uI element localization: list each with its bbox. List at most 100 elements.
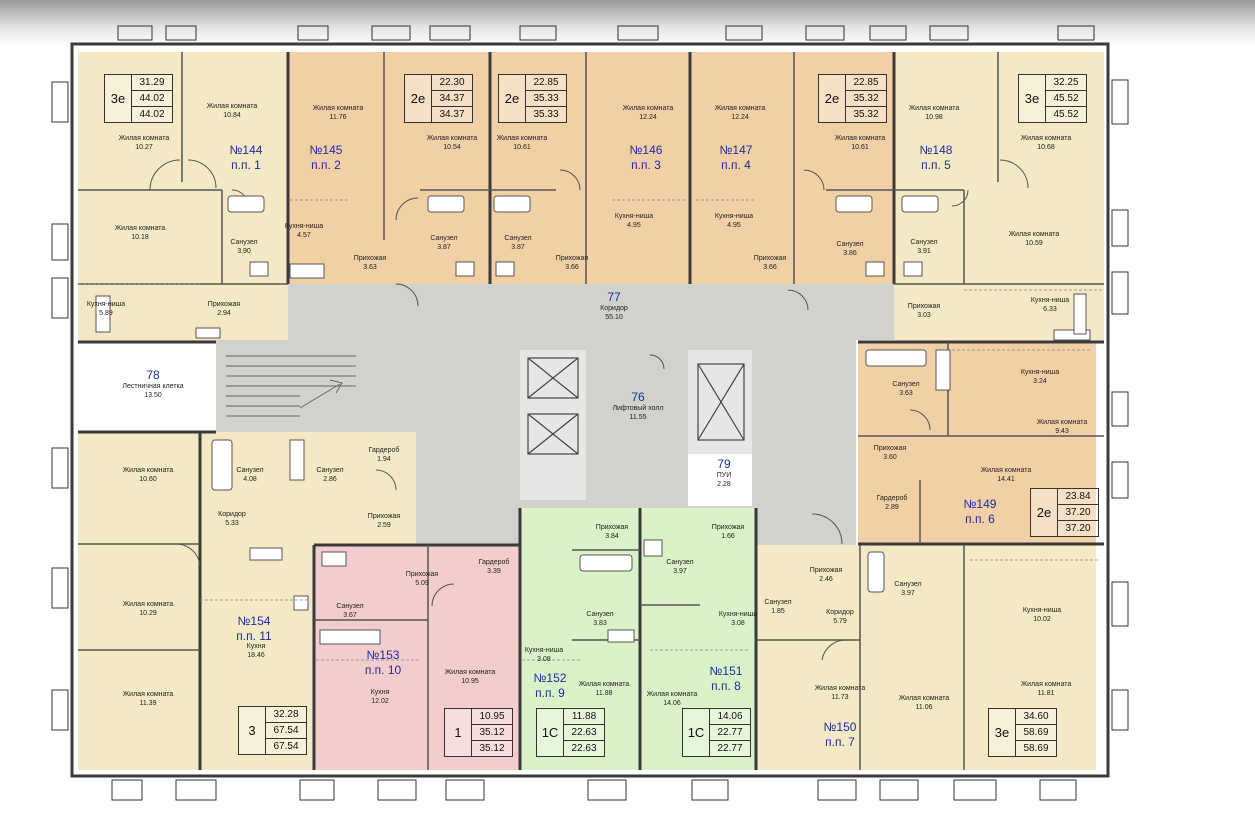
room-name: Санузел [430, 235, 458, 242]
room-area: 3.39 [487, 568, 501, 575]
room-name: Прихожая [711, 524, 745, 531]
room-label: Жилая комната 10.98 [909, 104, 960, 122]
room-name: Прихожая [555, 255, 589, 262]
room-name: Жилая комната [1036, 419, 1088, 426]
room-name: Санузел [316, 467, 344, 474]
room-area: 10.98 [925, 114, 943, 121]
room-label: Жилая комната 10.29 [123, 600, 174, 618]
room-name: Жилая комната [908, 105, 960, 112]
room-area: 2.86 [323, 476, 337, 483]
room-area: 2.59 [377, 522, 391, 529]
room-area: 3.67 [343, 612, 357, 619]
room-name: Прихожая [405, 571, 439, 578]
room-area: 9.43 [1055, 428, 1069, 435]
room-name: Прихожая [367, 513, 401, 520]
room-area: 1.94 [377, 456, 391, 463]
room-area: 10.27 [135, 144, 153, 151]
room-area: 4.08 [243, 476, 257, 483]
room-area: 3.24 [1033, 378, 1047, 385]
room-label: Жилая комната 14.06 [647, 690, 698, 708]
room-name: Жилая комната [444, 669, 496, 676]
room-name: Санузел [666, 559, 694, 566]
room-name: Прихожая [595, 524, 629, 531]
room-area: 3.60 [883, 454, 897, 461]
room-name: Коридор [826, 609, 854, 616]
room-label: Жилая комната 11.39 [123, 690, 174, 708]
room-area: 2.94 [217, 310, 231, 317]
room-area: 10.02 [1033, 616, 1051, 623]
room-area: 11.39 [139, 700, 157, 707]
room-area: 5.79 [833, 618, 847, 625]
room-name: Кухня-ниша [524, 647, 564, 654]
room-name: Санузел [836, 241, 864, 248]
room-area: 4.57 [297, 232, 311, 239]
room-area: 5.33 [225, 520, 239, 527]
room-area: 11.73 [831, 694, 849, 701]
room-area: 10.29 [139, 610, 157, 617]
room-area: 10.68 [1037, 144, 1055, 151]
room-area: 3.08 [537, 656, 551, 663]
room-area: 3.63 [363, 264, 377, 271]
room-area: 10.54 [443, 144, 461, 151]
room-label: Санузел 2.86 [316, 466, 343, 484]
room-name: Жилая комната [496, 135, 548, 142]
room-area: 3.83 [593, 620, 607, 627]
room-name: Санузел [230, 239, 258, 246]
room-label: Жилая комната 9.43 [1037, 418, 1088, 436]
room-name: Коридор [218, 511, 246, 518]
room-area: 5.89 [99, 310, 113, 317]
room-name: Жилая комната [122, 601, 174, 608]
room-area: 2.89 [885, 504, 899, 511]
room-name: Жилая комната [206, 103, 258, 110]
room-area: 12.24 [639, 114, 657, 121]
room-name: Жилая комната [578, 681, 630, 688]
room-area: 11.81 [1037, 690, 1055, 697]
room-area: 10.95 [461, 678, 479, 685]
room-name: Жилая комната [1020, 681, 1072, 688]
room-area: 10.60 [139, 476, 157, 483]
room-label: Жилая комната 10.68 [1021, 134, 1072, 152]
room-name: Жилая комната [646, 691, 698, 698]
room-name: Прихожая [873, 445, 907, 452]
room-name: Жилая комната [122, 691, 174, 698]
room-name: Гардероб [478, 559, 510, 566]
room-area: 4.95 [627, 222, 641, 229]
room-name: Жилая комната [1020, 135, 1072, 142]
room-area: 14.06 [663, 700, 681, 707]
room-name: Жилая комната [118, 135, 170, 142]
room-name: Кухня [370, 689, 390, 696]
room-area: 14.41 [997, 476, 1015, 483]
